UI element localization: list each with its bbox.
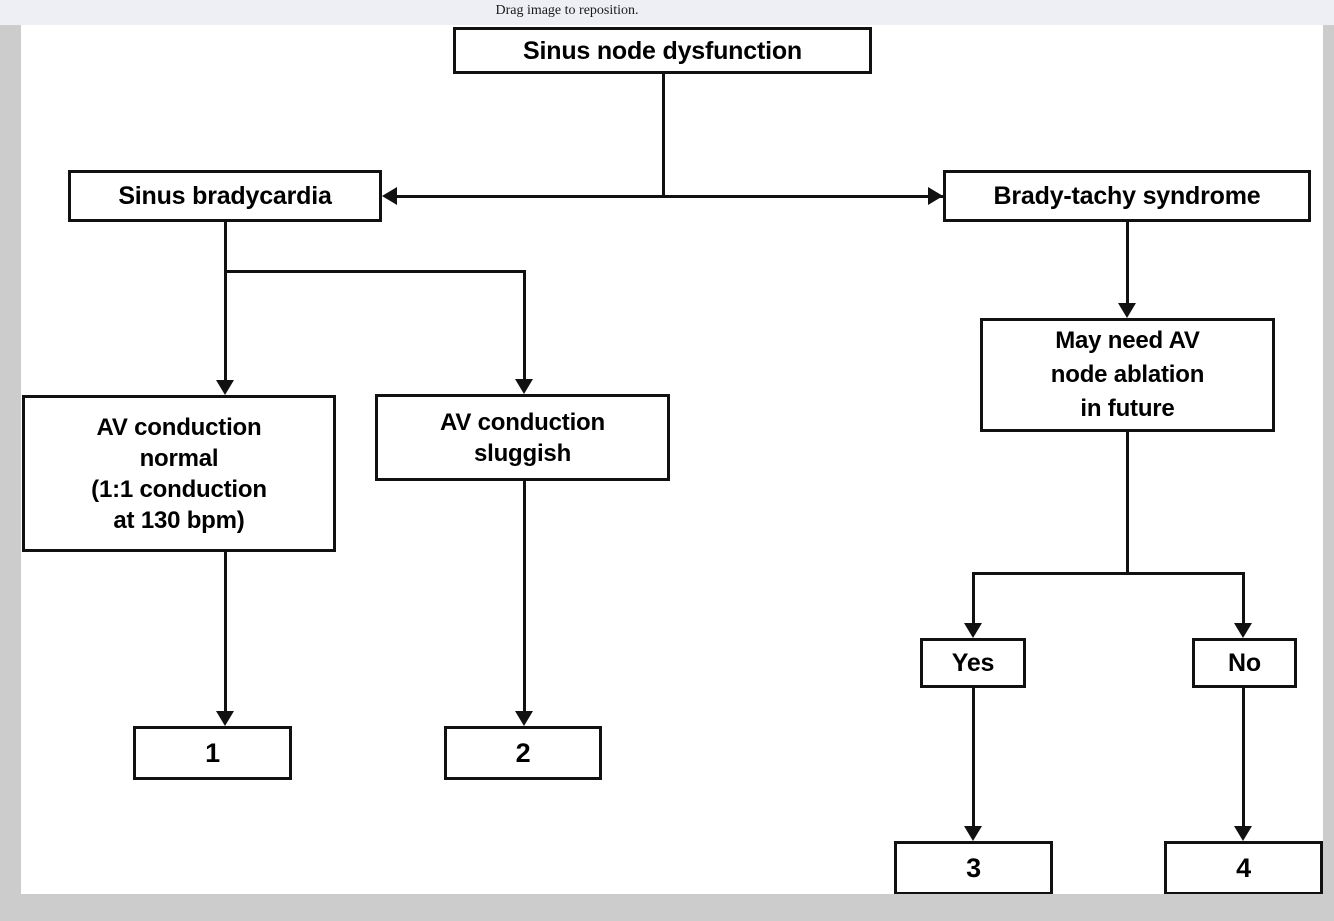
edge-avnormal-stem: [224, 552, 227, 711]
edge-avsluggish-stem: [523, 481, 526, 711]
node-label: AV conduction normal (1:1 conduction at …: [91, 413, 267, 534]
edge-no-stem: [1242, 688, 1245, 826]
node-label: 4: [1236, 853, 1251, 883]
node-brady-tachy-syndrome[interactable]: Brady-tachy syndrome: [943, 170, 1311, 222]
arrowhead-to-outcome-3: [964, 826, 982, 841]
node-label: 3: [966, 853, 981, 883]
node-sinus-bradycardia[interactable]: Sinus bradycardia: [68, 170, 382, 222]
arrowhead-to-outcome-4: [1234, 826, 1252, 841]
arrowhead-right-to-brady-tachy: [928, 187, 943, 205]
node-outcome-1[interactable]: 1: [133, 726, 292, 780]
arrowhead-left-to-sinus-bradycardia: [382, 187, 397, 205]
node-label: 1: [205, 738, 220, 768]
node-outcome-4[interactable]: 4: [1164, 841, 1323, 894]
drag-banner: Drag image to reposition.: [0, 0, 1334, 25]
node-label: May need AV node ablation in future: [1050, 327, 1205, 422]
edge-ablation-split-bar: [972, 572, 1245, 575]
edge-yes-drop: [972, 572, 975, 623]
edge-bradycardia-branch-bar: [224, 270, 526, 273]
drag-banner-text: Drag image to reposition.: [495, 3, 639, 18]
node-label: Yes: [951, 649, 995, 677]
edge-yes-stem: [972, 688, 975, 826]
edge-root-stem: [662, 74, 665, 198]
arrowhead-to-av-conduction-normal: [216, 380, 234, 395]
node-outcome-3[interactable]: 3: [894, 841, 1053, 894]
node-label: No: [1228, 649, 1261, 677]
arrowhead-to-outcome-1: [216, 711, 234, 726]
node-may-need-av-node-ablation[interactable]: May need AV node ablation in future: [980, 318, 1275, 432]
node-label: AV conduction sluggish: [440, 408, 605, 467]
node-av-conduction-normal[interactable]: AV conduction normal (1:1 conduction at …: [22, 395, 336, 552]
node-yes[interactable]: Yes: [920, 638, 1026, 688]
arrowhead-to-outcome-2: [515, 711, 533, 726]
edge-root-split-bar: [396, 195, 943, 198]
edge-bradycardia-stem: [224, 222, 227, 380]
node-label: 2: [515, 738, 531, 768]
arrowhead-to-ablation: [1118, 303, 1136, 318]
arrowhead-to-av-conduction-sluggish: [515, 379, 533, 394]
node-no[interactable]: No: [1192, 638, 1297, 688]
flowchart-image[interactable]: Sinus node dysfunction Sinus bradycardia…: [21, 25, 1323, 894]
node-label: Brady-tachy syndrome: [993, 182, 1261, 210]
node-sinus-node-dysfunction[interactable]: Sinus node dysfunction: [453, 27, 872, 74]
node-outcome-2[interactable]: 2: [444, 726, 602, 780]
edge-ablation-stem: [1126, 432, 1129, 575]
edge-no-drop: [1242, 572, 1245, 623]
node-label: Sinus node dysfunction: [523, 36, 802, 65]
arrowhead-to-yes: [964, 623, 982, 638]
edge-sluggish-drop: [523, 270, 526, 379]
node-label: Sinus bradycardia: [118, 182, 332, 210]
edge-bradytachy-stem: [1126, 222, 1129, 303]
arrowhead-to-no: [1234, 623, 1252, 638]
node-av-conduction-sluggish[interactable]: AV conduction sluggish: [375, 394, 670, 481]
